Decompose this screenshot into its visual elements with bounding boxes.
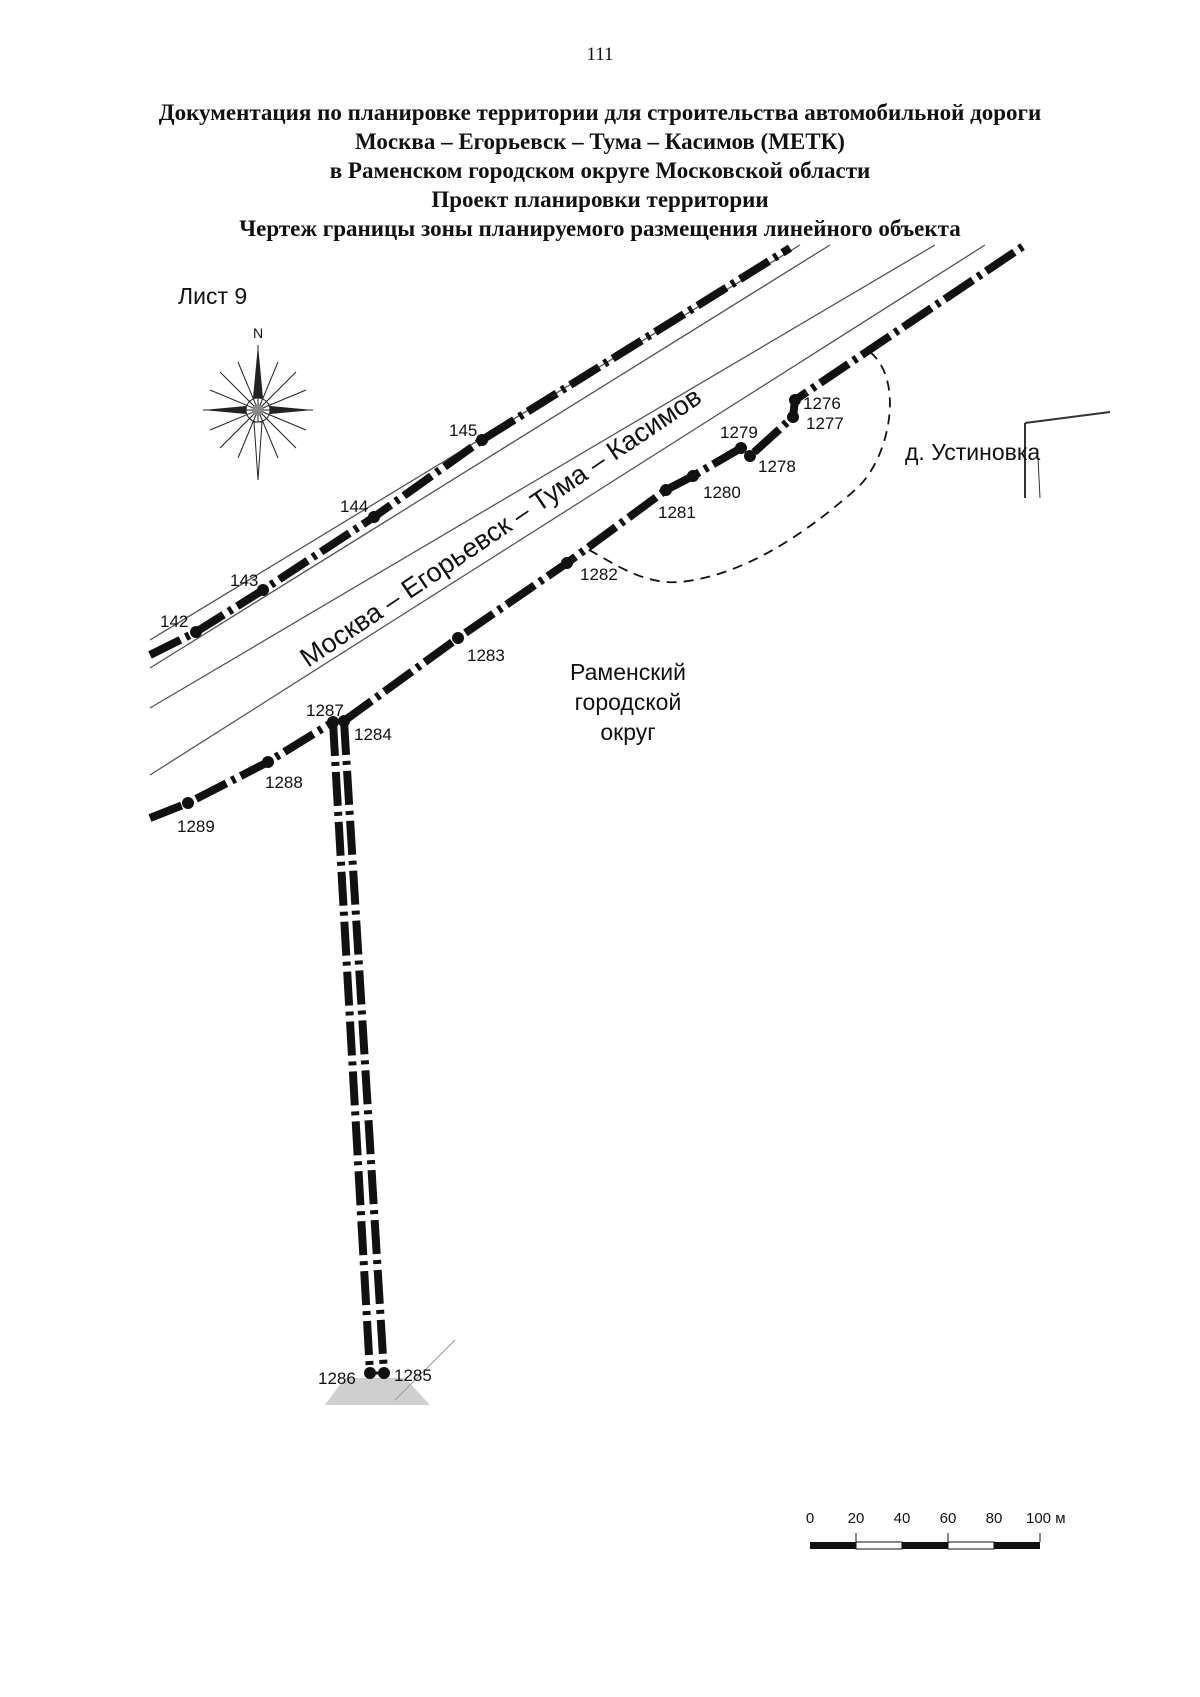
scale-tick-100: 100 м [1026, 1510, 1066, 1527]
south-boundary-west [148, 718, 336, 822]
label-1287: 1287 [306, 701, 344, 720]
point-1281 [660, 484, 672, 496]
parcel-corner [1024, 411, 1111, 499]
label-1285: 1285 [394, 1366, 432, 1385]
scale-tick-60: 60 [940, 1510, 957, 1527]
point-144 [368, 511, 380, 523]
label-1281: 1281 [658, 503, 696, 522]
title-line-4: Проект планировки территории [431, 187, 769, 212]
scale-tick-80: 80 [986, 1510, 1003, 1527]
point-1285 [378, 1367, 390, 1379]
scale-seg-5 [994, 1542, 1040, 1549]
sheet-label: Лист 9 [178, 283, 247, 309]
label-1280: 1280 [703, 483, 741, 502]
scale-seg-2 [855, 1541, 903, 1550]
district-label-2: городской [575, 689, 682, 715]
title-line-1: Документация по планировке территории дл… [158, 100, 1042, 125]
label-1283: 1283 [467, 646, 505, 665]
label-1286: 1286 [318, 1369, 356, 1388]
point-1276 [789, 394, 801, 406]
label-1284: 1284 [354, 725, 392, 744]
label-1277: 1277 [806, 414, 844, 433]
label-144: 144 [340, 497, 368, 516]
point-1282 [561, 557, 573, 569]
label-142: 142 [160, 612, 188, 631]
point-1287 [327, 716, 339, 728]
label-1288: 1288 [265, 773, 303, 792]
scale-tick-0: 0 [806, 1510, 814, 1527]
shaded-area [325, 1378, 430, 1405]
title-line-3: в Раменском городском округе Московской … [329, 158, 871, 183]
label-1289: 1289 [177, 817, 215, 836]
point-1289 [182, 797, 194, 809]
district-label-1: Раменский [570, 659, 686, 685]
point-1283 [452, 632, 464, 644]
scale-tick-20: 20 [848, 1510, 865, 1527]
zone-boundary [148, 241, 1028, 1375]
north-boundary [148, 244, 793, 659]
scale-seg-4 [947, 1541, 995, 1550]
settlement-boundary-dashed [584, 351, 891, 584]
branch-right-boundary [340, 720, 388, 1374]
point-1278 [744, 450, 756, 462]
point-1280 [687, 470, 699, 482]
title-line-2: Москва – Егорьевск – Тума – Касимов (МЕТ… [355, 129, 845, 154]
label-143: 143 [230, 571, 258, 590]
label-1282: 1282 [580, 565, 618, 584]
road-edge-4 [149, 244, 986, 776]
point-145 [476, 434, 488, 446]
parcel-line-a [1024, 411, 1111, 424]
branch-left-boundary [329, 721, 374, 1374]
point-1284 [338, 715, 350, 727]
point-143 [257, 584, 269, 596]
road-lines [149, 244, 986, 776]
district-label-3: округ [600, 719, 655, 745]
scale-bar: 0 20 40 60 80 100 м [806, 1510, 1066, 1550]
thin-line-bottom [394, 1339, 456, 1401]
scale-seg-1 [810, 1542, 856, 1549]
compass-north-label: N [253, 325, 263, 341]
label-1278: 1278 [758, 457, 796, 476]
south-boundary-east [341, 241, 1028, 725]
parcel-line-c [1037, 457, 1041, 499]
point-142 [190, 626, 202, 638]
label-1276: 1276 [803, 394, 841, 413]
turning-points [182, 394, 801, 1379]
scale-tick-40: 40 [894, 1510, 911, 1527]
title-line-5: Чертеж границы зоны планируемого размеще… [239, 216, 961, 241]
point-1279 [735, 442, 747, 454]
label-1279: 1279 [720, 423, 758, 442]
village-label: д. Устиновка [905, 439, 1040, 465]
road-edge-3 [149, 244, 936, 709]
scale-seg-3 [902, 1542, 948, 1549]
compass-rose-icon: N [203, 325, 313, 481]
label-145: 145 [449, 421, 477, 440]
road-edge-2 [149, 244, 831, 669]
point-labels: 142 143 144 145 1276 1277 1278 1279 1280… [160, 394, 844, 1388]
page-number: 111 [586, 44, 614, 65]
document-title: Документация по планировке территории дл… [0, 98, 1200, 243]
point-1277 [787, 411, 799, 423]
point-1286 [364, 1367, 376, 1379]
point-1288 [262, 756, 274, 768]
